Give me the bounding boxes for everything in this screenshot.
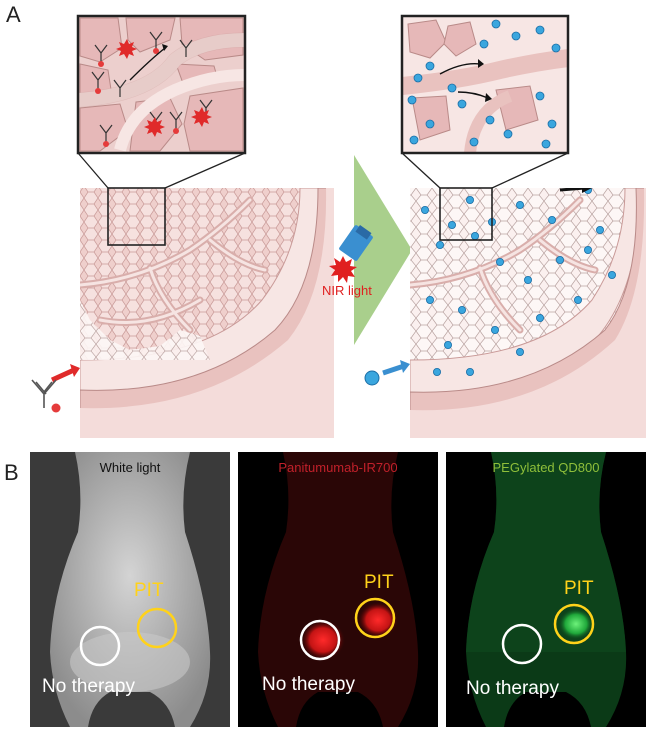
- panel-a-letter: A: [6, 2, 21, 27]
- right-inset-magnified: [400, 14, 570, 155]
- right-tumor-tissue: [410, 188, 646, 438]
- nir-light-label: NIR light: [322, 283, 372, 298]
- transition-arrow-icon: [354, 155, 412, 345]
- left-inset-magnified: [76, 14, 247, 155]
- no-therapy-label: No therapy: [466, 678, 559, 699]
- antibody-conjugate-icon: [91, 31, 213, 147]
- panel-b-letter: B: [4, 460, 19, 485]
- image-title: PEGylated QD800: [492, 460, 600, 475]
- ir700-image: Panitumumab-IR700 PIT No therapy: [238, 452, 438, 727]
- left-zoom-box: [107, 187, 166, 246]
- left-tumor-tissue: [80, 188, 334, 438]
- pit-label: PIT: [364, 572, 394, 593]
- pit-circle: [553, 603, 595, 645]
- no-therapy-label: No therapy: [42, 676, 135, 697]
- nir-light-source-icon: [329, 225, 373, 283]
- control-circle: [79, 625, 121, 667]
- no-therapy-label: No therapy: [262, 674, 355, 695]
- qd800-image: PEGylated QD800 PIT No therapy: [446, 452, 646, 727]
- image-title: White light: [99, 460, 161, 475]
- antibody-icon: [31, 379, 57, 408]
- panel-a-diagram: [31, 14, 646, 438]
- pit-circle: [354, 597, 396, 639]
- pit-label: PIT: [134, 580, 164, 601]
- nanoparticle-icon: [364, 370, 380, 386]
- pit-label: PIT: [564, 578, 594, 599]
- control-circle: [299, 619, 341, 661]
- pit-circle: [136, 607, 178, 649]
- right-zoom-box: [439, 187, 493, 241]
- image-title: Panitumumab-IR700: [278, 460, 398, 475]
- control-circle: [501, 623, 543, 665]
- white-light-image: White light PIT No therapy: [30, 452, 230, 727]
